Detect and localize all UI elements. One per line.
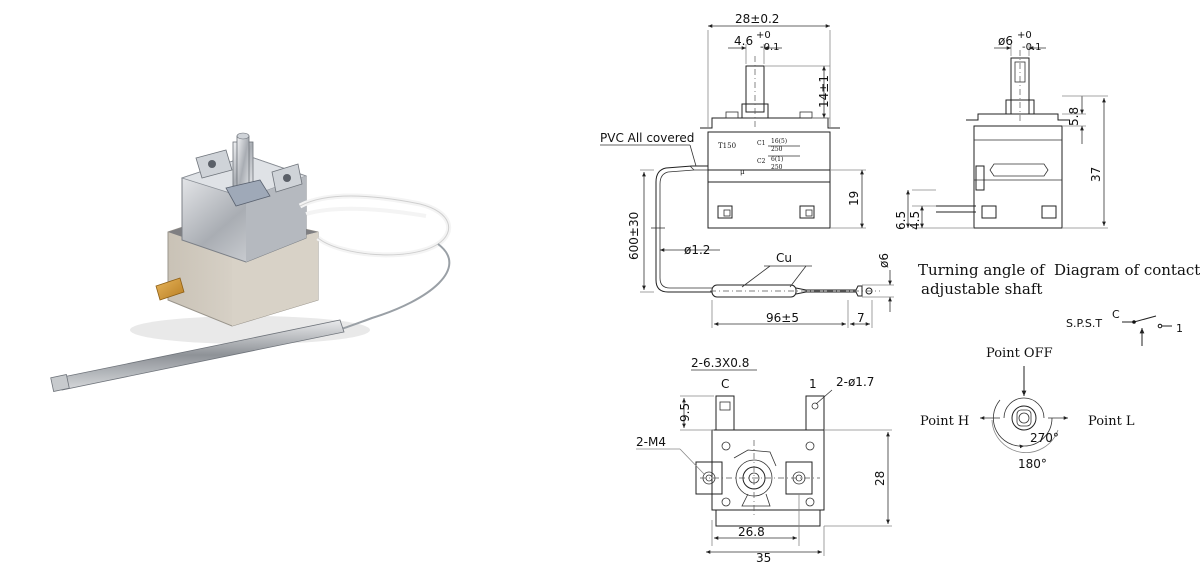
dim-bottom-height: 28 <box>873 471 887 486</box>
body-marking-c2: C2 <box>757 158 766 165</box>
angle-180-label: 180° <box>1018 457 1047 471</box>
angle-270-label: 270° <box>1030 431 1059 445</box>
side-dim-shaft-tol-plus: +0 <box>1017 30 1032 41</box>
dim-shaft-width: 4.6 <box>734 34 753 48</box>
contacts-diagram-caption: Diagram of contacts <box>1054 261 1200 279</box>
body-marking-c1: C1 <box>757 140 765 147</box>
point-h-label: Point H <box>920 414 969 429</box>
dim-body-height: 19 <box>847 191 861 206</box>
dim-shaft-tol-minus: -0.1 <box>760 42 780 53</box>
dim-bulb-length: 96±5 <box>766 311 799 325</box>
body-marking-rating2: 6(1) <box>771 156 783 163</box>
body-marking-voltage2: 250 <box>771 164 783 171</box>
dim-terminal-height: 9.5 <box>678 403 692 422</box>
dim-hole-spacing: 26.8 <box>738 525 765 539</box>
point-off-label: Point OFF <box>986 346 1053 361</box>
body-marking-mu: μ <box>740 168 745 176</box>
dim-shaft-height: 14±1 <box>817 75 831 108</box>
dim-bulb-tip: 7 <box>857 311 865 325</box>
side-view-drawing: ø6 +0 -0.1 5.8 37 6.5 4.5 <box>894 30 1108 230</box>
contact-diagram: S.P.S.T C 1 <box>1066 308 1183 346</box>
turning-angle-caption-line2: adjustable shaft <box>921 280 1042 298</box>
bottom-view-drawing: 2-6.3X0.8 C 1 2-ø1.7 2-M4 9.5 28 26.8 35 <box>636 356 892 565</box>
contact-1-label: 1 <box>1176 322 1183 335</box>
point-l-label: Point L <box>1088 414 1135 429</box>
rotation-angle-diagram: Point OFF Point H Point L 270° 180° <box>920 346 1135 471</box>
mount-thread-label: 2-M4 <box>636 435 666 449</box>
terminal-1-label: 1 <box>809 377 817 391</box>
dim-bulb-diameter: ø6 <box>877 253 891 268</box>
terminal-c-label: C <box>721 377 729 391</box>
body-marking-voltage1: 250 <box>771 146 783 153</box>
body-marking-model: T150 <box>718 142 736 150</box>
dim-capillary-diameter: ø1.2 <box>684 243 710 257</box>
contact-c-label: C <box>1112 308 1120 321</box>
pvc-cover-label: PVC All covered <box>600 131 694 145</box>
dim-body-width: 28±0.2 <box>735 12 779 26</box>
side-dim-b: 4.5 <box>908 211 922 230</box>
dim-bottom-width: 35 <box>756 551 771 565</box>
dim-shaft-tol-plus: +0 <box>756 30 771 41</box>
terminal-size-label: 2-6.3X0.8 <box>691 356 749 370</box>
side-dim-shaft-tol-minus: -0.1 <box>1022 42 1042 53</box>
side-dim-a: 6.5 <box>894 211 908 230</box>
dim-capillary-length: 600±30 <box>627 212 641 260</box>
body-marking-rating1: 16(5) <box>771 138 787 145</box>
bulb-material-label: Cu <box>776 251 792 265</box>
front-view-drawing: T150 C1 C2 16(5) 250 6(1) 250 μ PVC All … <box>600 12 894 328</box>
side-dim-top: 5.8 <box>1067 107 1081 126</box>
product-photo <box>30 60 500 460</box>
side-dim-height: 37 <box>1089 167 1103 182</box>
turning-angle-caption-line1: Turning angle of <box>918 261 1046 279</box>
side-dim-shaft-diameter: ø6 <box>998 34 1013 48</box>
spst-label: S.P.S.T <box>1066 317 1102 330</box>
terminal-hole-label: 2-ø1.7 <box>836 375 874 389</box>
